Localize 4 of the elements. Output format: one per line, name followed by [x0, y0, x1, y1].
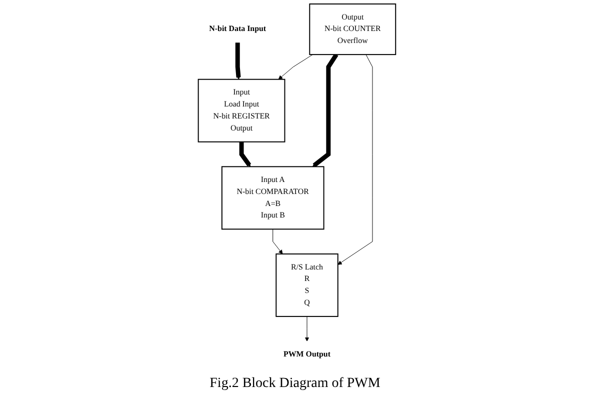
arrow — [312, 53, 338, 168]
arrow — [239, 142, 252, 167]
figure-caption: Fig.2 Block Diagram of PWM — [210, 376, 380, 392]
arrow — [235, 42, 241, 80]
